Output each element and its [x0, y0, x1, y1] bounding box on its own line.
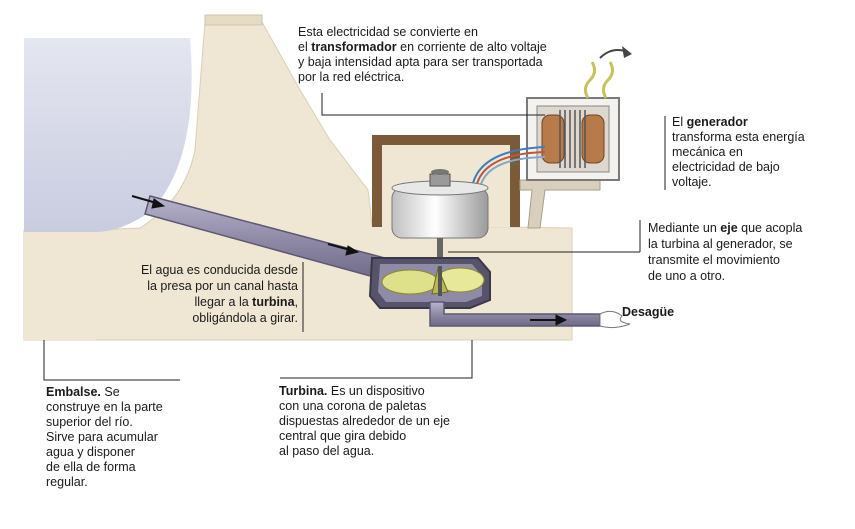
svg-text:Turbina. Es un dispositivo: Turbina. Es un dispositivo — [279, 384, 425, 398]
label-desague: Desagüe — [622, 305, 674, 319]
label-embalse: Embalse. Se construye en la parte superi… — [46, 385, 163, 489]
svg-text:transforma esta energía: transforma esta energía — [672, 130, 805, 144]
svg-text:Sirve para acumular: Sirve para acumular — [46, 430, 158, 444]
svg-text:El agua es conducida desde: El agua es conducida desde — [141, 263, 298, 277]
svg-text:obligándola a girar.: obligándola a girar. — [192, 311, 298, 325]
svg-text:regular.: regular. — [46, 475, 88, 489]
svg-text:el transformador en corriente: el transformador en corriente de alto vo… — [298, 40, 547, 54]
svg-text:mecánica en: mecánica en — [672, 145, 743, 159]
svg-text:central que gira debido: central que gira debido — [279, 429, 406, 443]
generator — [391, 169, 489, 239]
flow-arrows — [131, 195, 568, 326]
svg-text:Embalse. Se: Embalse. Se — [46, 385, 120, 399]
svg-text:voltaje.: voltaje. — [672, 175, 712, 189]
label-transformador: Esta electricidad se convierte en el tra… — [298, 25, 547, 84]
svg-text:El generador: El generador — [672, 115, 748, 129]
svg-text:llegar a la turbina,: llegar a la turbina, — [194, 295, 298, 309]
shaft — [437, 238, 443, 270]
svg-text:la turbina al generador, se: la turbina al generador, se — [648, 237, 793, 251]
svg-text:electricidad de bajo: electricidad de bajo — [672, 160, 780, 174]
svg-text:al paso del agua.: al paso del agua. — [279, 444, 374, 458]
svg-text:Mediante un eje que acopla: Mediante un eje que acopla — [648, 221, 802, 235]
svg-text:superior del río.: superior del río. — [46, 415, 133, 429]
svg-text:de uno a otro.: de uno a otro. — [648, 269, 725, 283]
svg-text:de ella de forma: de ella de forma — [46, 460, 136, 474]
transformer — [526, 46, 632, 181]
label-turbina: Turbina. Es un dispositivo con una coron… — [279, 384, 450, 458]
leader-lines — [43, 93, 666, 381]
svg-text:agua y disponer: agua y disponer — [46, 445, 135, 459]
svg-text:dispuestas alrededor de un eje: dispuestas alrededor de un eje — [279, 414, 450, 428]
transformer-support — [519, 179, 601, 229]
label-eje: Mediante un eje que acopla la turbina al… — [648, 221, 802, 283]
svg-text:y baja intensidad apta para se: y baja intensidad apta para ser transpor… — [298, 55, 543, 69]
svg-text:con una corona de paletas: con una corona de paletas — [279, 399, 426, 413]
svg-text:Esta electricidad se convierte: Esta electricidad se convierte en — [298, 25, 478, 39]
label-agua: El agua es conducida desde la presa por … — [141, 263, 298, 325]
label-generador: El generador transforma esta energía mec… — [672, 115, 805, 189]
wires — [471, 146, 546, 189]
svg-text:construye en la parte: construye en la parte — [46, 400, 163, 414]
svg-text:la presa por un canal hasta: la presa por un canal hasta — [147, 279, 298, 293]
svg-text:por la red eléctrica.: por la red eléctrica. — [298, 70, 404, 84]
reservoir-water — [24, 38, 192, 340]
svg-text:transmite el movimiento: transmite el movimiento — [648, 253, 780, 267]
turbine-runner — [381, 266, 485, 296]
